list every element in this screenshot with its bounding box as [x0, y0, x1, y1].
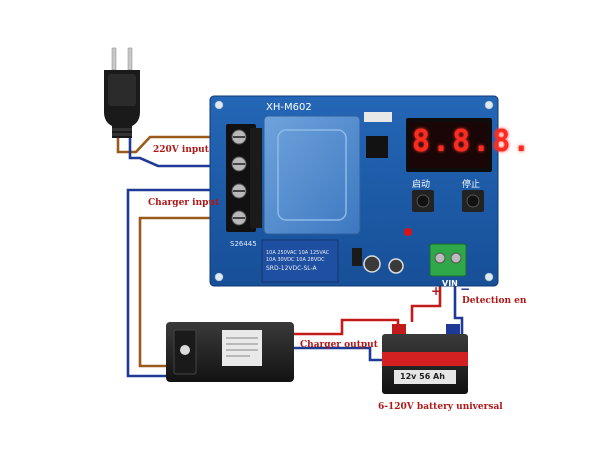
wire-charger-input-blue	[126, 188, 226, 378]
wire-charger-output-blue	[294, 346, 384, 362]
wire-charger-input-brown	[138, 216, 226, 368]
display-digits: 8.8.8.	[412, 124, 533, 159]
wires	[116, 135, 464, 378]
board-code: S26445	[230, 240, 257, 248]
screw-terminal-block	[226, 124, 262, 232]
start-label: 启动	[412, 180, 431, 190]
vin-label: VIN	[442, 279, 458, 288]
ac-plug	[104, 47, 140, 138]
label-detection: Detection en	[462, 296, 527, 306]
label-charger-output: Charger output	[300, 340, 378, 350]
label-battery-caption: 6-120V battery universal	[378, 402, 503, 412]
minus-sign: −	[460, 282, 471, 296]
header-pins	[364, 112, 392, 122]
battery-brand: 12v 56 Ah	[400, 372, 445, 381]
relay-rating-1: 10A 250VAC 10A 125VAC	[266, 250, 330, 256]
capacitor	[388, 258, 404, 274]
transistor	[352, 248, 362, 266]
label-charger-input: Charger input	[148, 198, 220, 208]
wire-detection-red	[410, 278, 442, 322]
control-board	[209, 95, 499, 287]
ic-chip	[366, 136, 388, 158]
led-display	[406, 118, 492, 172]
wire-charger-output-red	[294, 318, 400, 336]
label-220v-input: 220V input	[153, 145, 209, 155]
capacitor	[363, 255, 381, 273]
relay-rating-2: 10A 30VDC 10A 28VDC	[266, 257, 325, 263]
relay-model: SRD-12VDC-SL-A	[266, 265, 317, 272]
board-model: XH-M602	[266, 102, 312, 113]
transformer	[263, 115, 361, 235]
stop-label: 停止	[462, 180, 481, 190]
wire-plug-blue	[128, 136, 226, 168]
relay	[261, 239, 339, 283]
start-button-graphic	[412, 190, 434, 212]
charger-device	[166, 322, 294, 382]
vin-terminal	[429, 243, 467, 277]
wire-plug-brown	[116, 135, 226, 154]
battery	[382, 324, 468, 394]
status-led	[404, 228, 412, 236]
plus-sign: +	[431, 284, 442, 298]
stop-button-graphic	[462, 190, 484, 212]
